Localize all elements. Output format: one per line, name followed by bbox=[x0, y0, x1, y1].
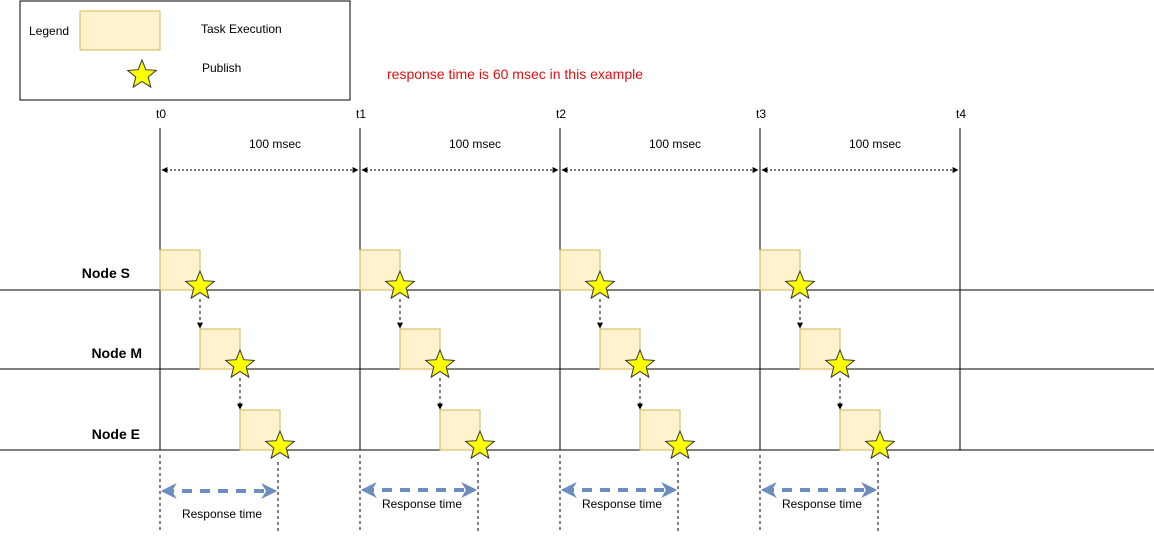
legend-star-icon bbox=[126, 58, 158, 89]
time-label-t1: t1 bbox=[356, 107, 366, 121]
response-time-label: Response time bbox=[182, 507, 262, 521]
time-label-t4: t4 bbox=[956, 107, 966, 121]
publish-star-icon bbox=[384, 269, 416, 300]
legend-task-label: Task Execution bbox=[201, 22, 282, 36]
publish-star-icon bbox=[424, 348, 456, 379]
node-label-node-e: Node E bbox=[92, 426, 140, 442]
legend: Legend Task Execution Publish bbox=[19, 0, 351, 101]
publish-star-icon bbox=[624, 348, 656, 379]
publish-star-icon bbox=[464, 429, 496, 460]
period-label: 100 msec bbox=[449, 137, 501, 151]
legend-box bbox=[19, 0, 351, 101]
time-label-t2: t2 bbox=[556, 107, 566, 121]
response-time-note: response time is 60 msec in this example bbox=[387, 66, 643, 82]
legend-publish-label: Publish bbox=[202, 61, 241, 75]
publish-star-icon bbox=[824, 348, 856, 379]
publish-star-icon bbox=[784, 269, 816, 300]
diagram-body: t0 t1 t2 t3 t4 100 msec 100 msec 100 msec 100 ms… bbox=[0, 107, 1154, 532]
node-label-node-s: Node S bbox=[82, 265, 130, 281]
publish-star-icon bbox=[184, 269, 216, 300]
period-label: 100 msec bbox=[649, 137, 701, 151]
response-time-label: Response time bbox=[382, 497, 462, 511]
node-label-node-m: Node M bbox=[91, 345, 142, 361]
response-time-label: Response time bbox=[582, 497, 662, 511]
publish-star-icon bbox=[264, 429, 296, 460]
response-time-label: Response time bbox=[782, 497, 862, 511]
publish-star-icon bbox=[224, 348, 256, 379]
time-label-t3: t3 bbox=[756, 107, 766, 121]
legend-task-swatch bbox=[79, 10, 161, 51]
publish-star-icon bbox=[664, 429, 696, 460]
legend-title: Legend bbox=[29, 24, 69, 38]
publish-star-icon bbox=[584, 269, 616, 300]
publish-star-icon bbox=[864, 429, 896, 460]
period-label: 100 msec bbox=[849, 137, 901, 151]
time-label-t0: t0 bbox=[156, 107, 166, 121]
period-label: 100 msec bbox=[249, 137, 301, 151]
